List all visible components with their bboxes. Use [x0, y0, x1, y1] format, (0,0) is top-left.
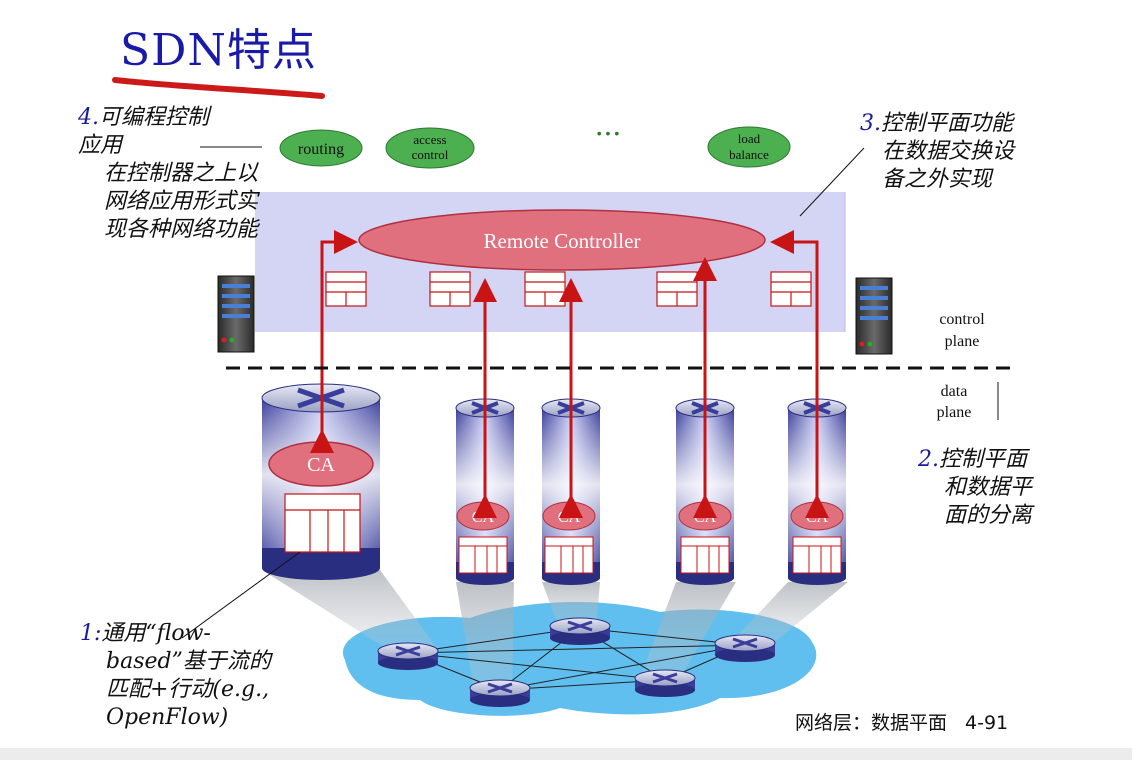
ctl-table-2: [429, 271, 471, 307]
server-left-icon: [217, 275, 255, 353]
ctl-table-3: [524, 271, 566, 307]
pointer-note-3: [799, 147, 865, 217]
note-3: 3.控制平面功能 在数据交换设 备之外实现: [860, 110, 1014, 194]
note-1-line-3: OpenFlow): [106, 705, 229, 730]
remote-controller: [358, 209, 766, 271]
note-1: 1:通用“flow- based”基于流的 匹配+行动(e.g., OpenFl…: [80, 620, 271, 732]
footer-text: 网络层：数据平面: [795, 712, 948, 734]
data-plane-line2: plane: [937, 404, 972, 421]
control-plane-line1: control: [939, 311, 985, 328]
app-load-balance: load balance: [707, 126, 791, 168]
remote-controller-label: Remote Controller: [484, 229, 641, 253]
ca-label-large: CA: [307, 454, 335, 476]
title-underline: [112, 77, 325, 99]
net-router-4: [469, 679, 531, 707]
note-4-line-4: 现各种网络功能: [104, 217, 259, 242]
ctl-table-4: [656, 271, 698, 307]
control-arrows: [310, 230, 829, 518]
data-plane-line1: data: [941, 383, 968, 400]
note-1-num: 1:: [80, 621, 102, 646]
arrow-large: [310, 230, 358, 453]
flow-table-large: [284, 493, 361, 553]
app-access-line2: control: [412, 147, 449, 162]
server-right-icon: [855, 277, 893, 355]
footer: 网络层：数据平面 4-91: [795, 708, 1008, 735]
app-routing: routing: [279, 129, 363, 167]
bottom-bar: [0, 748, 1132, 760]
net-router-1: [377, 642, 439, 670]
ca-label-4: CA: [806, 509, 829, 526]
ctl-table-5: [770, 271, 812, 307]
note-4-line-1: 应用: [78, 133, 123, 158]
app-routing-label: routing: [298, 141, 344, 158]
note-4-line-3: 网络应用形式实: [104, 189, 259, 214]
note-1-line-0: 通用“flow-: [101, 621, 211, 646]
note-3-num: 3.: [860, 111, 881, 136]
note-3-line-1: 在数据交换设: [882, 139, 1015, 164]
note-4-line-2: 在控制器之上以: [104, 161, 259, 186]
note-4-num: 4.: [78, 105, 99, 130]
page-number: 4-91: [965, 712, 1009, 734]
beams: [262, 570, 848, 690]
app-access-line1: access: [413, 132, 446, 147]
network-routers: [377, 617, 776, 707]
net-router-2: [549, 617, 611, 645]
pointer-note-1: [181, 551, 301, 639]
ca-label-1: CA: [472, 509, 495, 526]
note-3-line-2: 备之外实现: [882, 167, 993, 192]
arrow-switch-4: [770, 230, 829, 518]
note-1-line-1: based”基于流的: [106, 649, 271, 674]
app-load-line1: load: [738, 131, 761, 146]
note-2-line-2: 面的分离: [944, 503, 1033, 528]
page-title: SDN特点: [120, 25, 317, 76]
ca-label-3: CA: [694, 509, 717, 526]
ca-label-2: CA: [558, 509, 581, 526]
note-2-num: 2.: [918, 447, 939, 472]
note-2: 2.控制平面 和数据平 面的分离: [918, 446, 1032, 530]
net-router-3: [714, 634, 776, 662]
note-4: 4.可编程控制 应用 在控制器之上以 网络应用形式实 现各种网络功能: [78, 104, 258, 244]
note-1-line-2: 匹配+行动(e.g.,: [106, 677, 270, 702]
app-access-control: access control: [385, 127, 475, 169]
note-2-line-1: 和数据平: [944, 475, 1033, 500]
note-4-line-0: 可编程控制: [99, 105, 210, 130]
app-load-line2: balance: [729, 147, 769, 162]
note-3-line-0: 控制平面功能: [881, 111, 1014, 136]
apps-ellipsis: • • •: [597, 125, 620, 141]
note-2-line-0: 控制平面: [939, 447, 1028, 472]
net-router-5: [634, 669, 696, 697]
ctl-table-1: [325, 271, 367, 307]
control-plane-line2: plane: [945, 333, 980, 350]
